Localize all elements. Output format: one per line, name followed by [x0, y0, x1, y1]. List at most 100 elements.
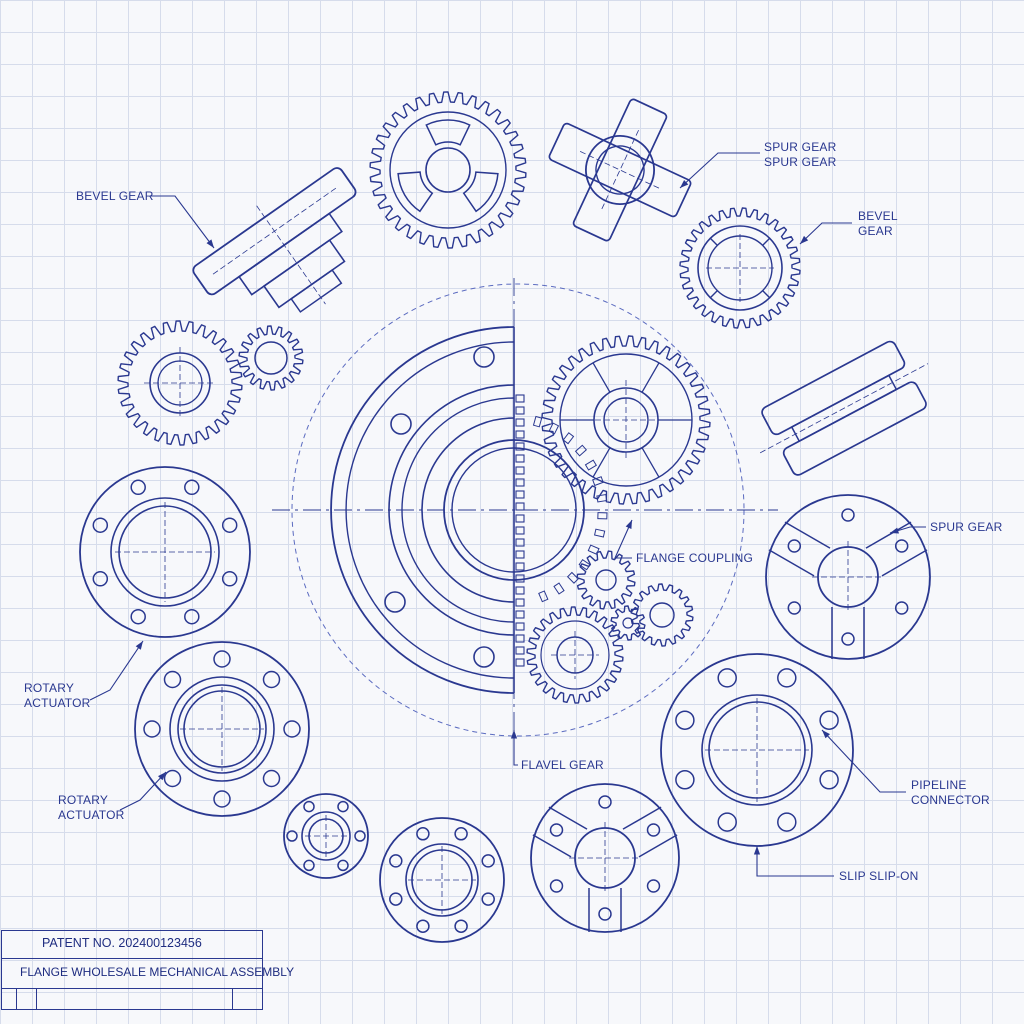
- label-bevel-gear-left: BEVEL GEAR: [76, 189, 154, 203]
- mesh-tooth: [566, 571, 579, 584]
- gear-spoke: [762, 237, 771, 246]
- bolt-hole: [262, 670, 281, 689]
- mesh-tooth: [592, 476, 604, 487]
- title-block-patent-row: PATENT NO. 202400123456: [2, 931, 262, 959]
- circle-outline: [765, 494, 931, 660]
- bolt-hole: [213, 650, 231, 668]
- circle-outline: [622, 617, 634, 629]
- leader-arrowhead: [890, 527, 899, 534]
- bevel-gear-block: [192, 167, 357, 313]
- circle-outline: [134, 641, 310, 817]
- label-rotary-actuator-1-line2: ACTUATOR: [24, 696, 91, 710]
- leader-pipeline-connector: [821, 729, 906, 793]
- bolt-hole: [163, 769, 182, 788]
- mesh-tooth: [553, 582, 565, 595]
- bolt-hole: [337, 859, 349, 872]
- bolt-hole: [303, 859, 315, 872]
- label-bevel-gear-right: BEVEL GEAR: [858, 209, 898, 239]
- circle-outline: [530, 783, 680, 933]
- pipeline-connector-flange: [660, 653, 854, 847]
- cross-coupling: [548, 98, 692, 242]
- split-tooth: [515, 490, 525, 499]
- label-pipeline-connector: PIPELINE CONNECTOR: [911, 778, 990, 808]
- bolt-hole: [549, 879, 564, 893]
- label-spur-gear-top-line2: SPUR GEAR: [764, 155, 837, 169]
- lower-spur-gear: [526, 606, 624, 704]
- leader-flange-coupling: [614, 519, 633, 559]
- leader-arrowhead: [680, 180, 689, 188]
- bolt-hole: [473, 346, 495, 368]
- spoke-edge: [532, 834, 572, 858]
- leader-bevel-gear-left: [150, 195, 215, 249]
- bolt-hole: [184, 608, 200, 625]
- bolt-hole: [646, 879, 661, 893]
- gear-teeth: [526, 606, 624, 704]
- small-flange: [283, 793, 369, 879]
- circle-outline: [110, 497, 220, 607]
- leader-bevel-gear-right: [799, 222, 852, 245]
- label-rotary-actuator-2-line2: ACTUATOR: [58, 808, 125, 822]
- bolt-hole: [454, 919, 468, 933]
- leader-arrowhead: [158, 772, 166, 781]
- bolt-hole: [262, 769, 281, 788]
- split-tooth: [515, 562, 525, 571]
- label-pipeline-connector-line1: PIPELINE: [911, 778, 967, 792]
- bolt-hole: [481, 854, 495, 868]
- bolt-hole: [646, 823, 661, 837]
- split-tooth: [515, 550, 525, 559]
- right-bevel-gear: [679, 207, 801, 329]
- leader-arrowhead: [625, 520, 632, 529]
- bolt-hole: [787, 601, 802, 615]
- label-spur-gear-top-line1: SPUR GEAR: [764, 140, 837, 154]
- flange-mid-arc: [388, 384, 515, 636]
- split-tooth: [515, 586, 525, 595]
- title-block: PATENT NO. 202400123456 FLANGE WHOLESALE…: [1, 930, 294, 1010]
- circle-outline: [405, 843, 479, 917]
- small-pinion-gear: [576, 550, 636, 610]
- mesh-tooth: [548, 422, 560, 435]
- component-parts: [79, 91, 931, 943]
- large-spur-gear: [541, 335, 711, 505]
- bolt-hole: [390, 413, 412, 435]
- bolt-hole: [819, 770, 839, 790]
- gear-window: [462, 171, 499, 213]
- mesh-tooth: [532, 415, 543, 428]
- title-block-cell-2: [16, 988, 37, 1009]
- plate: [782, 381, 927, 476]
- label-spur-gear-right: SPUR GEAR: [930, 520, 1003, 534]
- gear-window: [397, 171, 434, 213]
- bolt-hole: [92, 517, 109, 533]
- circle-outline: [540, 620, 610, 690]
- spoke-edge: [784, 521, 831, 549]
- construction-lines: [272, 278, 778, 760]
- split-tooth: [515, 526, 525, 535]
- bolt-hole: [894, 601, 909, 615]
- label-spur-gear-top: SPUR GEAR SPUR GEAR: [764, 140, 836, 170]
- label-pipeline-connector-line2: CONNECTOR: [911, 793, 990, 807]
- flange-outer-arc: [330, 326, 515, 694]
- split-tooth: [515, 418, 525, 427]
- left-flange: [79, 466, 251, 638]
- bolt-hole: [337, 800, 349, 813]
- spoke-edge: [768, 549, 815, 577]
- bolt-hole: [303, 800, 315, 813]
- circle-outline: [283, 793, 369, 879]
- split-tooth: [515, 454, 525, 463]
- leader-rotary-actuator-1: [89, 640, 144, 701]
- gear-spoke: [641, 447, 660, 478]
- bolt-hole: [675, 770, 695, 790]
- gear-spoke: [762, 290, 771, 299]
- circle-outline: [389, 111, 507, 229]
- label-slip-on: SLIP SLIP-ON: [839, 869, 919, 883]
- bolt-hole: [221, 517, 238, 533]
- leader-arrowhead: [135, 641, 143, 650]
- bolt-hole: [598, 907, 612, 921]
- mesh-tooth: [584, 459, 597, 471]
- bevel-axis: [256, 205, 326, 305]
- spoke-edge: [881, 549, 928, 577]
- title-block-cell-3: [36, 988, 233, 1009]
- mesh-tooth: [597, 512, 608, 520]
- flange-mid-arc-2: [401, 397, 515, 623]
- split-tooth: [515, 658, 525, 667]
